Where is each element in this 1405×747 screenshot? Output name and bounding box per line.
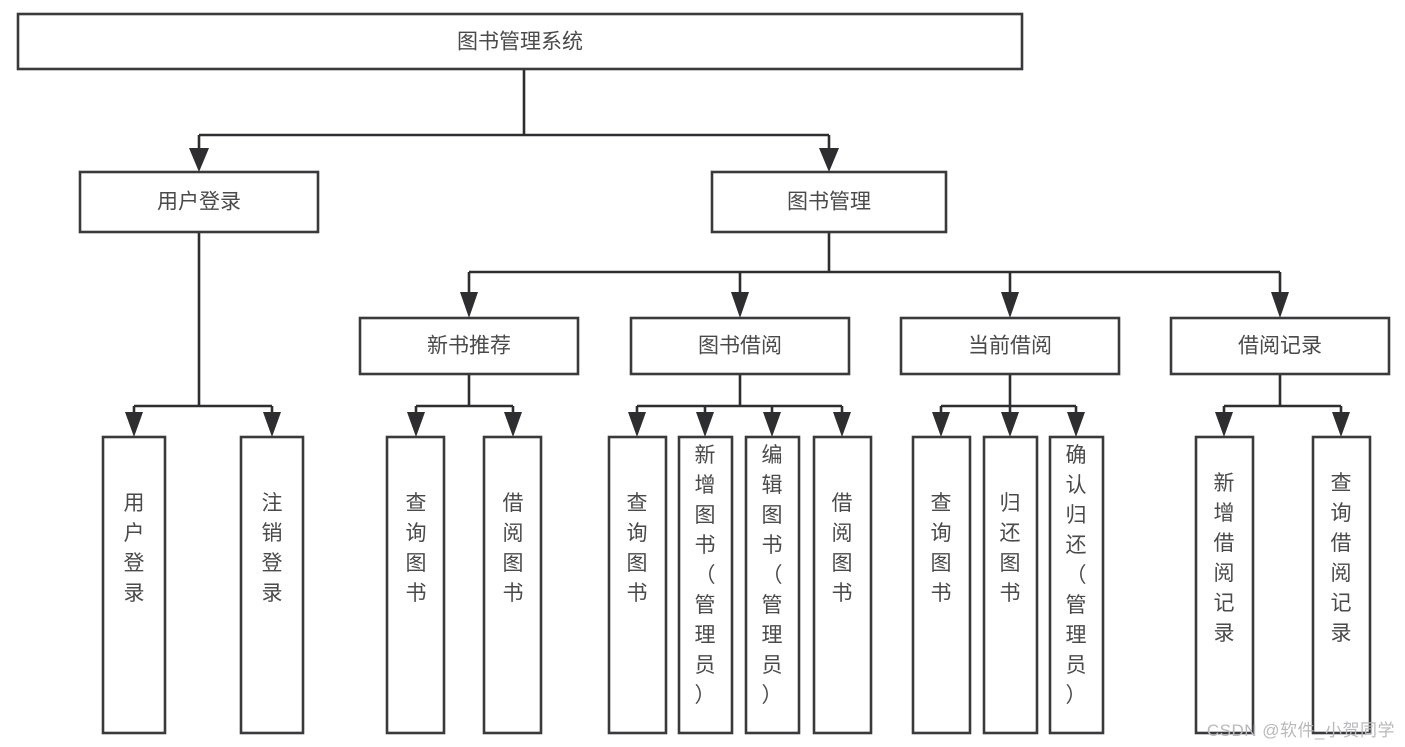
node-label-user-login: 用户登录 bbox=[157, 191, 241, 214]
arrow-head-leaf-query-book-b bbox=[628, 412, 646, 437]
leaf-node-borrow-book-rec[interactable]: 借阅图书 bbox=[482, 435, 543, 735]
arrow-head-leaf-return-book bbox=[1001, 412, 1019, 437]
node-label-new-book-recommend: 新书推荐 bbox=[427, 335, 511, 358]
leaf-label-query-book-current: 查询图书 bbox=[931, 492, 952, 605]
leaf-box-user-login[interactable] bbox=[101, 435, 167, 735]
node-box-book-management[interactable] bbox=[710, 170, 948, 234]
leaf-label-add-book-admin: 新增图书（管理员） bbox=[695, 444, 716, 707]
arrow-head-leaf-query-book-c bbox=[932, 412, 950, 437]
connector-layer bbox=[125, 69, 1350, 437]
node-label-book-management: 图书管理 bbox=[787, 191, 871, 214]
node-label-current-borrow: 当前借阅 bbox=[968, 335, 1052, 358]
leaf-node-query-borrow-record[interactable]: 查询借阅记录 bbox=[1311, 435, 1372, 735]
arrow-head-book-mgmt bbox=[819, 148, 839, 172]
leaf-label-return-book: 归还图书 bbox=[1000, 492, 1021, 605]
arrow-head-leaf-add-book bbox=[696, 412, 714, 437]
leaf-node-logout[interactable]: 注销登录 bbox=[239, 435, 305, 735]
leaf-box-query-book-rec[interactable] bbox=[385, 435, 446, 735]
arrow-head-leaf-user-login bbox=[125, 412, 143, 437]
arrow-head-leaf-query-book-a bbox=[407, 412, 425, 437]
leaf-node-add-borrow-record[interactable]: 新增借阅记录 bbox=[1194, 435, 1255, 735]
leaf-label-confirm-return-admin: 确认归还（管理员） bbox=[1066, 444, 1087, 707]
leaf-label-query-book-rec: 查询图书 bbox=[406, 492, 427, 605]
leaf-label-borrow-book-rec: 借阅图书 bbox=[503, 492, 524, 605]
leaf-box-query-book-current[interactable] bbox=[911, 435, 972, 735]
arrow-head-leaf-edit-book bbox=[763, 412, 781, 437]
leaf-node-add-book-admin[interactable]: 新增图书（管理员） bbox=[677, 435, 734, 735]
leaf-label-borrow-book-borrow: 借阅图书 bbox=[832, 492, 853, 605]
node-label-book-borrow: 图书借阅 bbox=[698, 335, 782, 358]
node-current-borrow[interactable]: 当前借阅 bbox=[899, 316, 1121, 376]
node-borrow-record[interactable]: 借阅记录 bbox=[1169, 316, 1391, 376]
arrow-head-book-borrow bbox=[731, 292, 749, 318]
leaf-box-query-book-borrow[interactable] bbox=[607, 435, 668, 735]
leaf-node-query-book-current[interactable]: 查询图书 bbox=[911, 435, 972, 735]
leaf-box-logout[interactable] bbox=[239, 435, 305, 735]
leaf-label-user-login: 用户登录 bbox=[124, 492, 145, 605]
arrow-head-leaf-confirm-return bbox=[1067, 412, 1085, 437]
leaf-box-query-borrow-record[interactable] bbox=[1311, 435, 1372, 735]
leaf-box-add-borrow-record[interactable] bbox=[1194, 435, 1255, 735]
leaf-node-query-book-rec[interactable]: 查询图书 bbox=[385, 435, 446, 735]
node-label-borrow-record: 借阅记录 bbox=[1238, 335, 1322, 358]
leaf-node-edit-book-admin[interactable]: 编辑图书（管理员） bbox=[744, 435, 801, 735]
leaf-label-query-book-borrow: 查询图书 bbox=[627, 492, 648, 605]
leaf-box-borrow-book-borrow[interactable] bbox=[812, 435, 873, 735]
arrow-head-leaf-add-record bbox=[1215, 412, 1233, 437]
node-box-book-borrow[interactable] bbox=[629, 316, 851, 376]
leaf-node-confirm-return-admin[interactable]: 确认归还（管理员） bbox=[1048, 435, 1105, 735]
arrow-head-leaf-logout bbox=[263, 412, 281, 437]
leaf-node-query-book-borrow[interactable]: 查询图书 bbox=[607, 435, 668, 735]
leaf-node-borrow-book-borrow[interactable]: 借阅图书 bbox=[812, 435, 873, 735]
leaf-box-edit-book-admin[interactable] bbox=[744, 435, 801, 735]
leaf-node-user-login[interactable]: 用户登录 bbox=[101, 435, 167, 735]
arrow-head-leaf-borrow-book-a bbox=[504, 412, 522, 437]
leaf-box-return-book[interactable] bbox=[982, 435, 1039, 735]
node-book-management[interactable]: 图书管理 bbox=[710, 170, 948, 234]
node-box-root-system[interactable] bbox=[16, 12, 1024, 71]
arrow-head-user-login bbox=[189, 148, 209, 172]
node-new-book-recommend[interactable]: 新书推荐 bbox=[358, 316, 580, 376]
node-book-borrow[interactable]: 图书借阅 bbox=[629, 316, 851, 376]
arrow-head-new-book-rec bbox=[460, 292, 478, 318]
node-root-system[interactable]: 图书管理系统 bbox=[16, 12, 1024, 71]
node-label-root-system: 图书管理系统 bbox=[457, 31, 583, 54]
arrow-head-leaf-query-record bbox=[1332, 412, 1350, 437]
node-box-current-borrow[interactable] bbox=[899, 316, 1121, 376]
leaf-node-return-book[interactable]: 归还图书 bbox=[982, 435, 1039, 735]
leaf-box-confirm-return-admin[interactable] bbox=[1048, 435, 1105, 735]
leaf-box-borrow-book-rec[interactable] bbox=[482, 435, 543, 735]
arrow-head-leaf-borrow-book-b bbox=[833, 412, 851, 437]
arrow-head-borrow-record bbox=[1271, 292, 1289, 318]
node-user-login[interactable]: 用户登录 bbox=[78, 170, 320, 234]
arrow-head-current-borrow bbox=[1001, 292, 1019, 318]
node-box-borrow-record[interactable] bbox=[1169, 316, 1391, 376]
node-box-new-book-recommend[interactable] bbox=[358, 316, 580, 376]
node-box-user-login[interactable] bbox=[78, 170, 320, 234]
leaf-label-logout: 注销登录 bbox=[262, 492, 283, 605]
leaf-label-add-borrow-record: 新增借阅记录 bbox=[1214, 472, 1235, 645]
leaf-label-edit-book-admin: 编辑图书（管理员） bbox=[762, 444, 783, 707]
leaf-label-query-borrow-record: 查询借阅记录 bbox=[1331, 472, 1352, 645]
leaf-box-add-book-admin[interactable] bbox=[677, 435, 734, 735]
